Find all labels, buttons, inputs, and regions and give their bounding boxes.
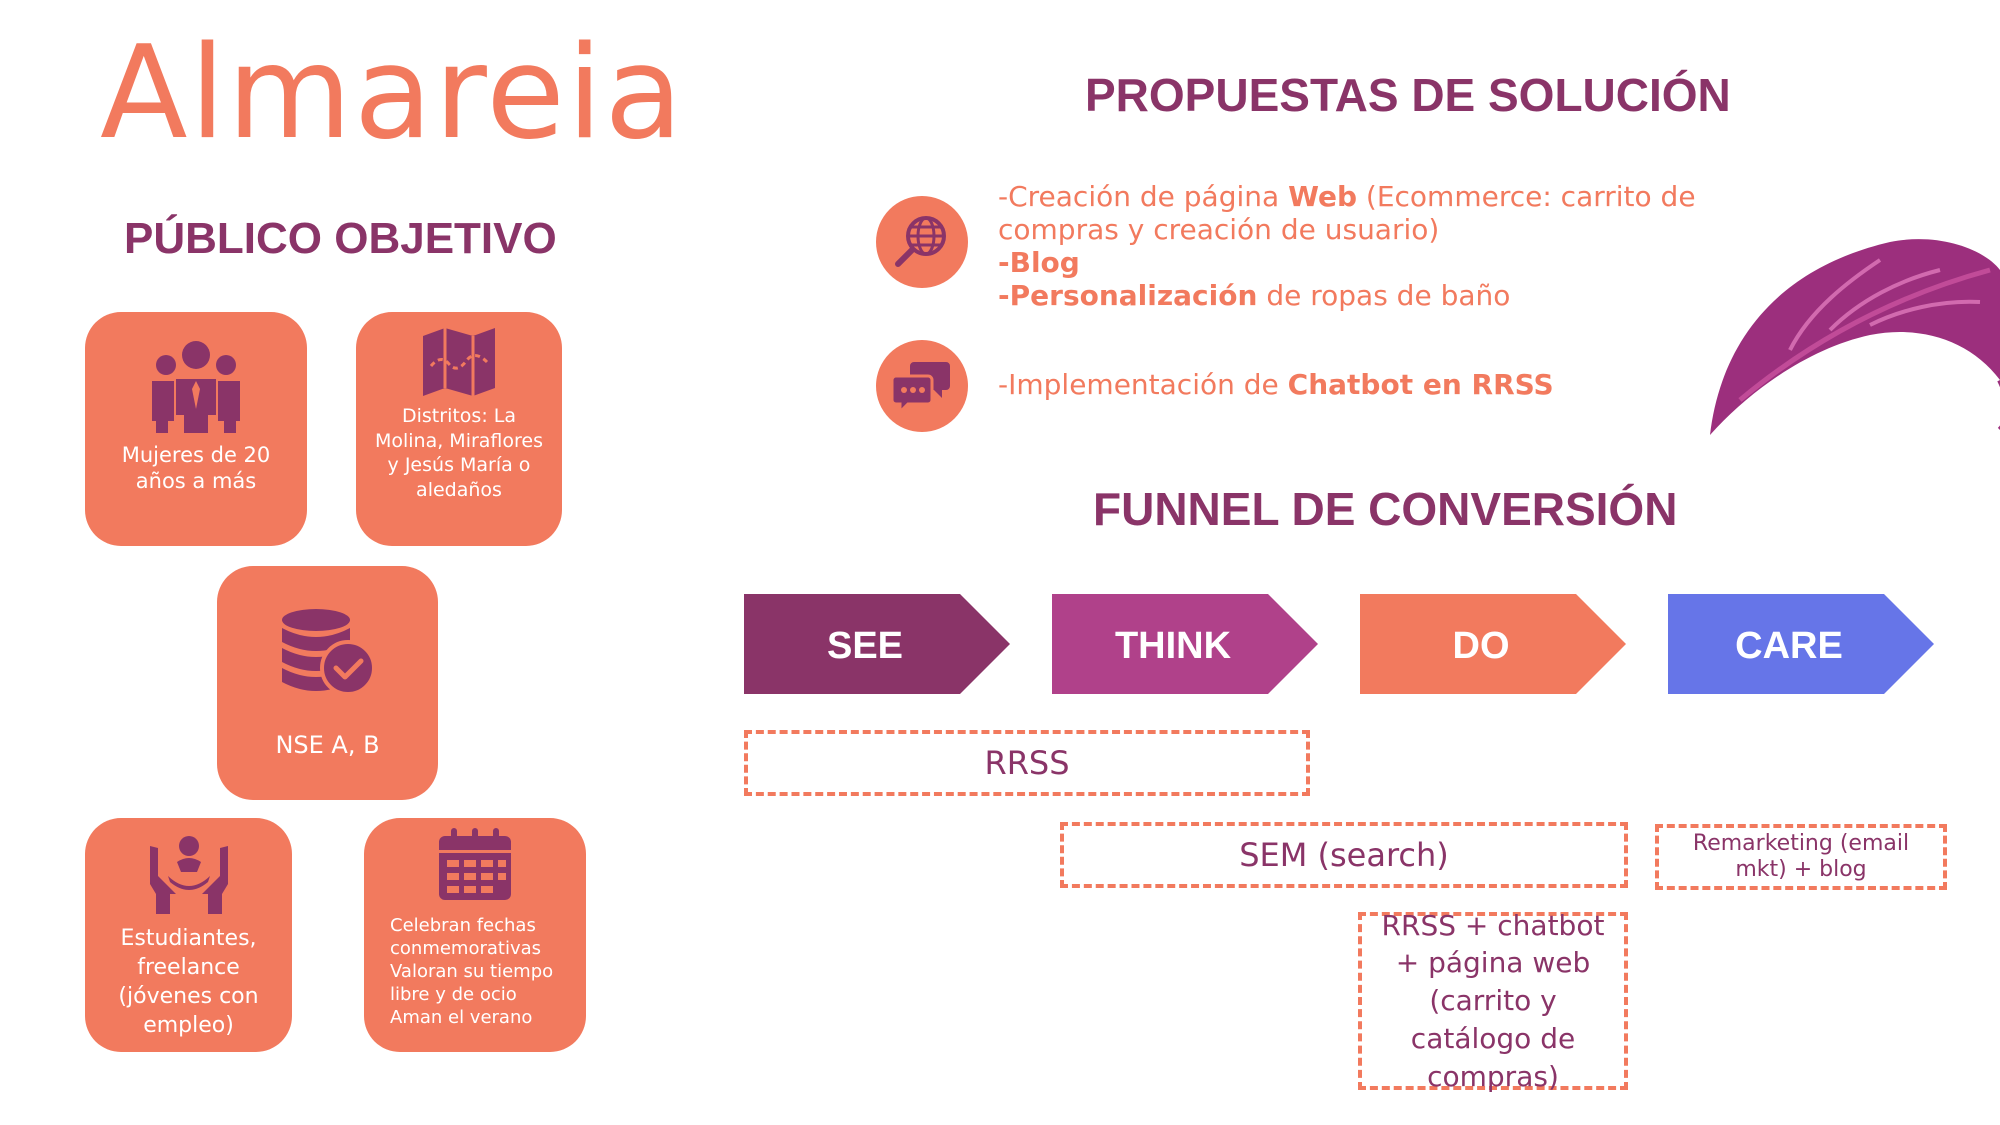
channel-rrss-chatbot: RRSS + chatbot + página web (carrito y c… (1358, 909, 1628, 1093)
channel-remarketing: Remarketing (email mkt) + blog (1655, 824, 1947, 890)
web-search-icon (895, 216, 946, 267)
propuestas-title: PROPUESTAS DE SOLUCIÓN (1085, 69, 1731, 121)
card-label: NSE A, B (275, 731, 380, 759)
card-estudiantes: Estudiantes, freelance (jóvenes con empl… (85, 818, 292, 1052)
chat-bubbles-icon (892, 362, 950, 414)
card-label: Mujeres de 20 años a más (121, 443, 271, 494)
propuesta-1: -Creación de página Web (Ecommerce: carr… (998, 180, 1696, 312)
funnel-title: FUNNEL DE CONVERSIÓN (1093, 483, 1678, 535)
card-distritos: Distritos: La Molina, Miraflores y Jesús… (356, 312, 562, 546)
logo: Almareia (100, 19, 685, 168)
card-celebran: Celebran fechas conmemorativas Valoran s… (364, 818, 586, 1052)
card-nse: NSE A, B (217, 566, 438, 800)
stage-do: DO (1360, 594, 1626, 694)
web-search-circle (876, 196, 968, 288)
publico-title: PÚBLICO OBJETIVO (124, 214, 557, 263)
stage-think-label: THINK (1115, 625, 1232, 667)
stage-care-arrow (1668, 594, 1934, 694)
hands-person-icon (149, 836, 228, 914)
stage-do-arrow (1360, 594, 1626, 694)
stage-think-arrow (1052, 594, 1318, 694)
calendar-icon (439, 828, 511, 900)
database-check-icon (281, 609, 376, 696)
card-mujeres: Mujeres de 20 años a más (85, 312, 307, 546)
chat-circle (876, 340, 968, 432)
leaf-decoration (1710, 239, 2000, 435)
card-label: Celebran fechas conmemorativas Valoran s… (390, 915, 554, 1029)
funnel-stages: SEE THINK DO CARE (744, 594, 1934, 694)
card-label: Estudiantes, freelance (jóvenes con empl… (118, 926, 259, 1039)
map-icon (423, 328, 495, 396)
group-icon (152, 341, 240, 433)
stage-do-label: DO (1453, 625, 1510, 667)
stage-care-label: CARE (1735, 625, 1843, 667)
channel-sem: SEM (search) (1060, 822, 1628, 888)
card-label: Distritos: La Molina, Miraflores y Jesús… (374, 405, 544, 502)
stage-care: CARE (1668, 594, 1934, 694)
stage-see-label: SEE (827, 625, 903, 667)
propuesta-2: -Implementación de Chatbot en RRSS (998, 368, 1554, 401)
stage-see: SEE (744, 594, 1010, 694)
stage-see-arrow (744, 594, 1010, 694)
stage-think: THINK (1052, 594, 1318, 694)
channel-rrss: RRSS (744, 730, 1310, 796)
